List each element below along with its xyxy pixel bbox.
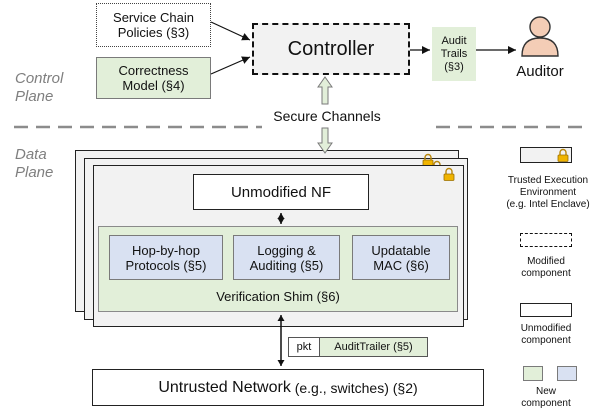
control-plane-label: Control Plane bbox=[15, 70, 64, 105]
secure-channel-arrow-down bbox=[317, 127, 333, 154]
legend-tee-label: Trusted Execution Environment (e.g. Inte… bbox=[506, 175, 590, 210]
legend-modified-label: Modified component bbox=[521, 256, 571, 279]
unmodified-nf-box: Unmodified NF bbox=[193, 174, 369, 210]
correctness-model-box: Correctness Model (§4) bbox=[96, 57, 211, 99]
lock-icon bbox=[422, 153, 434, 167]
audit-trails-box: Audit Trails (§3) bbox=[432, 27, 476, 81]
correctness-arrow bbox=[210, 56, 251, 75]
verification-shim-label: Verification Shim (§6) bbox=[216, 289, 340, 304]
logging-auditing-box: Logging & Auditing (§5) bbox=[233, 235, 340, 280]
audit-trailer-field: AuditTrailer (§5) bbox=[320, 338, 427, 356]
hop-by-hop-protocols-box: Hop-by-hop Protocols (§5) bbox=[109, 235, 223, 280]
legend-new-green-swatch bbox=[523, 366, 543, 381]
auditor-label: Auditor bbox=[516, 63, 564, 80]
untrusted-network-note: (e.g., switches) (§2) bbox=[290, 379, 418, 396]
untrusted-network-label: Untrusted Network bbox=[158, 378, 291, 396]
controller-box: Controller bbox=[252, 23, 410, 75]
legend-new-blue-swatch bbox=[557, 366, 577, 381]
auditor-icon bbox=[521, 16, 559, 57]
legend-new-label: New component bbox=[521, 386, 571, 409]
service-chain-policies-box: Service Chain Policies (§3) bbox=[96, 3, 211, 47]
lock-icon bbox=[443, 167, 455, 181]
packet: pkt AuditTrailer (§5) bbox=[288, 337, 428, 357]
lock-icon bbox=[557, 148, 569, 162]
legend-unmodified-label: Unmodified component bbox=[520, 323, 572, 346]
legend-modified-swatch bbox=[520, 233, 572, 247]
updatable-mac-box: Updatable MAC (§6) bbox=[352, 235, 450, 280]
untrusted-network-box: Untrusted Network (e.g., switches) (§2) bbox=[92, 369, 484, 406]
data-plane-label: Data Plane bbox=[15, 146, 54, 181]
secure-channels-label: Secure Channels bbox=[273, 108, 381, 124]
legend-unmodified-swatch bbox=[520, 303, 572, 317]
pkt-field: pkt bbox=[289, 338, 320, 356]
secure-channel-arrow-up bbox=[317, 76, 333, 105]
policies-arrow bbox=[210, 21, 251, 41]
